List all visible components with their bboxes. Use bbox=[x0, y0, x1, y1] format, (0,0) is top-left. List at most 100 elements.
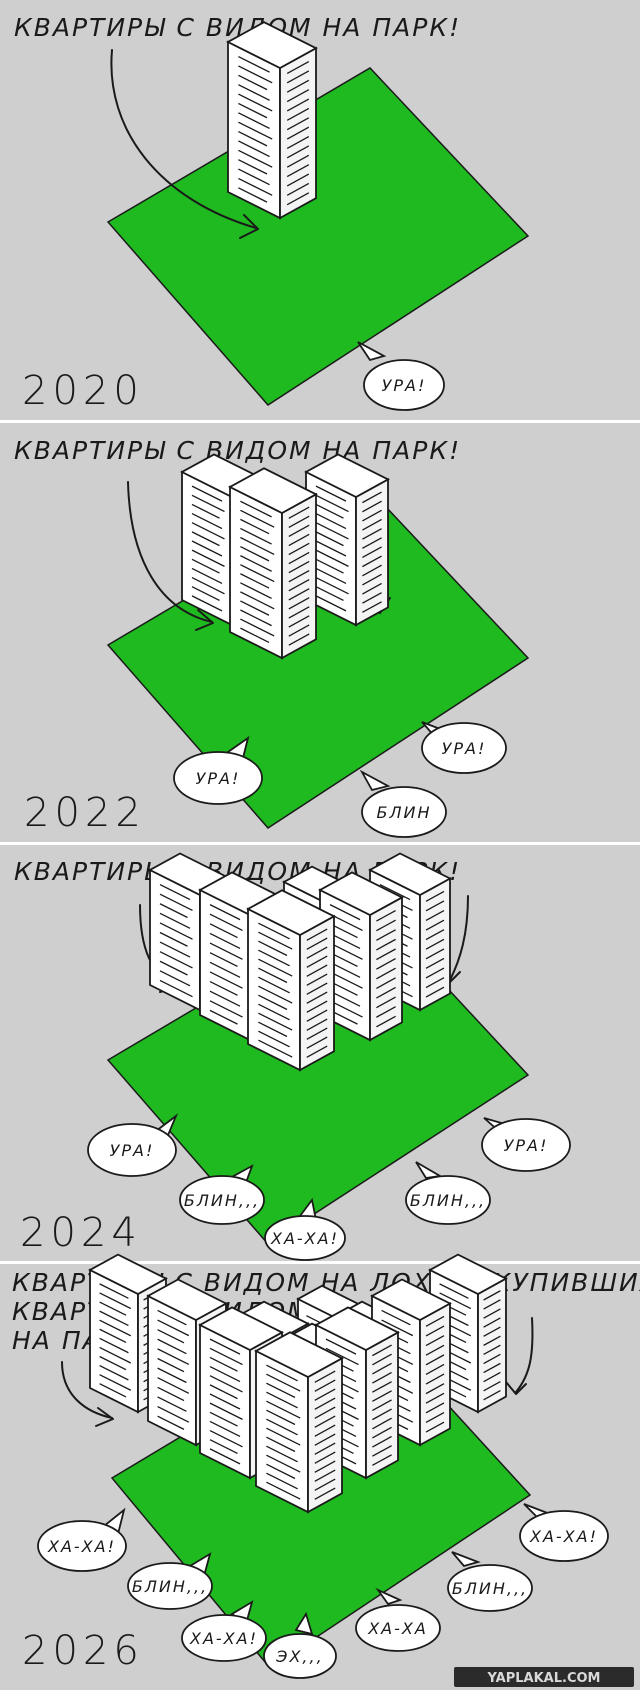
window-stroke bbox=[314, 1478, 336, 1491]
window-stroke bbox=[99, 1301, 127, 1316]
window-stroke bbox=[191, 576, 225, 595]
window-stroke bbox=[288, 506, 310, 519]
bubble-text: БЛИН bbox=[376, 803, 431, 822]
panel-2026: КВАРТИРЫ С ВИДОМ НА ЛОХОВ, КУПИВШИХ КВАР… bbox=[0, 1253, 640, 1690]
window-stroke bbox=[315, 512, 347, 530]
window-stroke bbox=[315, 531, 344, 547]
building-roof bbox=[304, 453, 390, 499]
pointer-arrow bbox=[515, 1317, 534, 1393]
window-stroke bbox=[362, 509, 382, 522]
window-stroke bbox=[99, 1283, 129, 1299]
bubble-text: УРА! bbox=[382, 376, 427, 395]
window-stroke bbox=[99, 1374, 132, 1391]
window-stroke bbox=[425, 986, 445, 998]
window-stroke bbox=[209, 1439, 238, 1455]
window-stroke bbox=[306, 1045, 328, 1058]
bubble-body bbox=[264, 1215, 346, 1261]
window-stroke bbox=[258, 1039, 293, 1058]
pointer-arrow bbox=[61, 1361, 113, 1419]
apartment-building bbox=[226, 21, 318, 220]
window-stroke bbox=[286, 173, 310, 187]
window-stroke bbox=[288, 633, 310, 646]
window-stroke bbox=[425, 948, 445, 960]
window-stroke bbox=[381, 1319, 414, 1337]
speech-bubble: ХА-ХА bbox=[355, 1587, 441, 1652]
window-stroke bbox=[425, 1344, 445, 1356]
window-stroke bbox=[159, 903, 188, 919]
window-stroke bbox=[258, 958, 293, 977]
window-stroke bbox=[286, 98, 310, 112]
window-stroke bbox=[266, 1427, 301, 1446]
window-stroke bbox=[372, 1426, 392, 1439]
window-stroke bbox=[238, 130, 268, 147]
window-stroke bbox=[209, 1000, 243, 1018]
bubble-body bbox=[447, 1564, 533, 1612]
window-stroke bbox=[483, 1290, 501, 1301]
bubble-body bbox=[421, 722, 507, 774]
window-stroke bbox=[159, 893, 193, 911]
window-stroke bbox=[376, 919, 396, 932]
window-stroke bbox=[258, 976, 290, 994]
window-stroke bbox=[286, 192, 310, 206]
window-stroke bbox=[288, 515, 310, 528]
bubble-text: БЛИН,,, bbox=[452, 1579, 528, 1598]
window-stroke bbox=[362, 546, 382, 559]
window-stroke bbox=[240, 618, 275, 637]
watermark-text: YAPLAKAL.COM bbox=[487, 1671, 601, 1686]
window-stroke bbox=[306, 1027, 328, 1040]
window-stroke bbox=[362, 582, 382, 595]
window-stroke bbox=[483, 1344, 501, 1356]
window-stroke bbox=[425, 900, 445, 912]
bubble-body bbox=[179, 1175, 265, 1225]
window-stroke bbox=[157, 1367, 187, 1384]
window-stroke bbox=[288, 588, 310, 601]
window-stroke bbox=[483, 1317, 501, 1328]
panel-2022: КВАРТИРЫ С ВИДОМ НА ПАРК! УРА! УРА! БЛИН… bbox=[0, 423, 640, 842]
window-stroke bbox=[329, 1000, 363, 1018]
window-stroke bbox=[425, 909, 445, 922]
bubble-text: БЛИН,,, bbox=[184, 1191, 260, 1210]
window-stroke bbox=[314, 1397, 336, 1410]
bubble-tail bbox=[359, 769, 391, 792]
window-stroke bbox=[315, 567, 347, 585]
window-stroke bbox=[240, 536, 275, 555]
building-front bbox=[255, 1349, 309, 1514]
bubble-body bbox=[181, 1614, 267, 1662]
window-stroke bbox=[314, 1487, 336, 1500]
window-stroke bbox=[157, 1357, 185, 1373]
window-stroke bbox=[157, 1338, 187, 1355]
speech-bubble: БЛИН,,, bbox=[447, 1551, 533, 1612]
window-stroke bbox=[209, 913, 243, 932]
window-stroke bbox=[372, 1362, 392, 1375]
window-stroke bbox=[329, 904, 361, 921]
year-label: 2026 bbox=[22, 1628, 144, 1674]
window-stroke bbox=[238, 149, 273, 168]
window-stroke bbox=[159, 960, 188, 976]
bubble-text: ХА-ХА! bbox=[270, 1229, 339, 1248]
panel-divider bbox=[0, 1261, 640, 1264]
window-stroke bbox=[425, 967, 445, 979]
window-stroke bbox=[376, 986, 396, 999]
panel-2020: КВАРТИРЫ С ВИДОМ НА ПАРК! УРА! 2020 bbox=[0, 0, 640, 420]
bubble-text: БЛИН,,, bbox=[410, 1191, 486, 1210]
window-stroke bbox=[329, 990, 361, 1007]
window-stroke bbox=[157, 1348, 190, 1366]
arrow-head bbox=[95, 1407, 114, 1427]
window-stroke bbox=[191, 485, 223, 502]
window-stroke bbox=[258, 1021, 288, 1038]
window-stroke bbox=[266, 1445, 298, 1463]
window-stroke bbox=[258, 949, 290, 967]
window-stroke bbox=[315, 503, 344, 519]
window-stroke bbox=[362, 491, 382, 504]
bubble-body bbox=[127, 1562, 213, 1610]
bubble-tail bbox=[294, 1611, 314, 1636]
bubble-body bbox=[363, 359, 445, 411]
window-stroke bbox=[286, 60, 310, 74]
speech-bubble: БЛИН,,, bbox=[405, 1161, 491, 1225]
window-stroke bbox=[191, 512, 223, 530]
window-stroke bbox=[376, 938, 396, 951]
window-stroke bbox=[209, 1365, 241, 1383]
window-stroke bbox=[99, 1364, 129, 1381]
window-stroke bbox=[483, 1335, 501, 1346]
